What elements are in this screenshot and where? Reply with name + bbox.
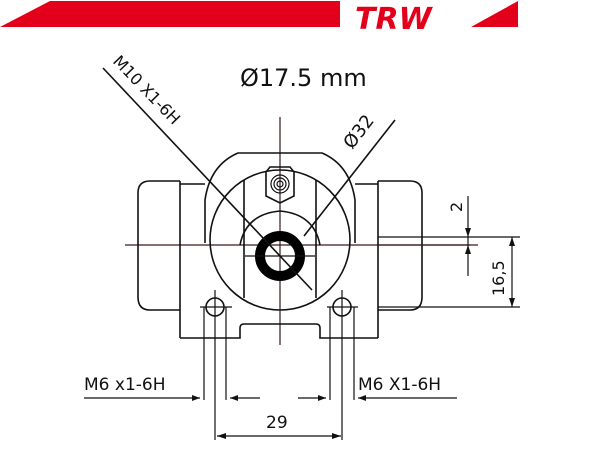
- hole-spacing-label: 29: [266, 413, 288, 433]
- red-wedge: [471, 1, 518, 27]
- mount-thread-right-label: M6 X1-6H: [358, 375, 441, 395]
- inner-arc: [239, 210, 321, 246]
- outer-diameter-label: Ø32: [339, 111, 378, 153]
- svg-text:TRW: TRW: [355, 2, 434, 37]
- mount-hole-right: [327, 290, 358, 440]
- red-stripe: [0, 1, 340, 27]
- header-banner: [0, 1, 340, 27]
- inlet-thread-label: M10 X1-6H: [109, 52, 184, 129]
- inlet-thread-leader: [102, 67, 313, 291]
- outer-diameter-leader: [303, 119, 396, 237]
- bleeder-nut: [265, 166, 295, 204]
- offset-small-label: 2: [447, 202, 466, 212]
- outer-bore-circle: [209, 169, 351, 311]
- mount-thread-left-label: M6 x1-6H: [84, 375, 166, 395]
- trw-logo: TRW: [355, 2, 434, 37]
- bore-diameter-title: Ø17.5 mm: [240, 64, 367, 92]
- offset-height-label: 16,5: [489, 260, 508, 296]
- mount-hole-left: [200, 290, 232, 440]
